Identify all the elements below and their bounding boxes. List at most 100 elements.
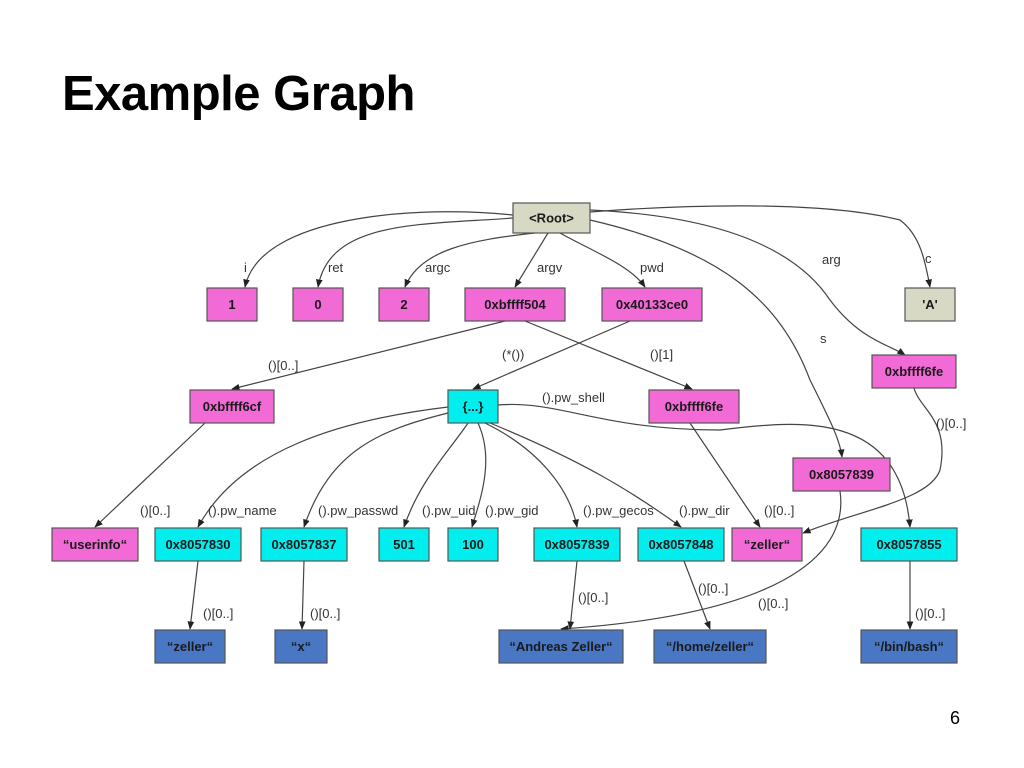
node-n-userinfo: “userinfo“ bbox=[51, 527, 139, 562]
edge-label: argv bbox=[537, 260, 563, 275]
node-box bbox=[601, 287, 703, 322]
node-label: 0x40133ce0 bbox=[616, 297, 688, 312]
edge-label: ()[0..] bbox=[698, 581, 728, 596]
node-n-home: “/home/zeller“ bbox=[653, 629, 767, 664]
edge-label: ()[0..] bbox=[936, 416, 966, 431]
edge-n_s-to-n_andreas bbox=[560, 490, 842, 632]
node-label: 0x8057830 bbox=[165, 537, 230, 552]
edge-root-to-n_s bbox=[589, 219, 845, 458]
node-label: 0x8057839 bbox=[809, 467, 874, 482]
node-box bbox=[860, 527, 958, 562]
edge-label: ()[0..] bbox=[764, 503, 794, 518]
node-n-c: 'A' bbox=[904, 287, 956, 322]
node-box bbox=[731, 527, 803, 562]
node-n-andreas: “Andreas Zeller“ bbox=[498, 629, 624, 664]
node-box bbox=[792, 457, 891, 492]
edge-n_argv-to-n_6cf bbox=[231, 320, 506, 391]
node-label: 0xbffff6cf bbox=[203, 399, 262, 414]
node-box bbox=[512, 202, 591, 234]
node-n-848: 0x8057848 bbox=[637, 527, 725, 562]
node-box bbox=[904, 287, 956, 322]
node-n-zeller-p: “zeller“ bbox=[731, 527, 803, 562]
edge-label: pwd bbox=[640, 260, 664, 275]
node-n-bash: “/bin/bash“ bbox=[860, 629, 958, 664]
edge-label: i bbox=[244, 260, 247, 275]
edge-n_6fe-to-n_zeller_p bbox=[689, 422, 761, 528]
edge-root-to-n_argc bbox=[404, 232, 536, 288]
edge-label: ()[0..] bbox=[310, 606, 340, 621]
edge-label: ().pw_gecos bbox=[583, 503, 654, 518]
node-box bbox=[189, 389, 275, 424]
node-label: “/home/zeller“ bbox=[666, 639, 754, 654]
node-n-pwd: 0x40133ce0 bbox=[601, 287, 703, 322]
edge-label: arg bbox=[822, 252, 841, 267]
node-box bbox=[154, 629, 226, 664]
node-n-arg: 0xbffff6fe bbox=[871, 354, 957, 389]
node-label: “Andreas Zeller“ bbox=[509, 639, 612, 654]
edge-n_struct-to-n_837 bbox=[303, 412, 449, 528]
node-box bbox=[871, 354, 957, 389]
node-box bbox=[860, 629, 958, 664]
node-n-830: 0x8057830 bbox=[154, 527, 242, 562]
node-label: 0x8057848 bbox=[648, 537, 713, 552]
node-box bbox=[464, 287, 566, 322]
node-n-zeller: “zeller“ bbox=[154, 629, 226, 664]
node-box bbox=[533, 527, 621, 562]
node-label: 'A' bbox=[922, 297, 938, 312]
node-label: {...} bbox=[463, 399, 484, 414]
edge-n_arg-to-n_zeller_p bbox=[802, 387, 943, 534]
edge-n_830-to-n_zeller bbox=[187, 560, 199, 630]
node-label: 0 bbox=[314, 297, 321, 312]
node-n-501: 501 bbox=[378, 527, 430, 562]
edge-label: ().pw_name bbox=[208, 503, 277, 518]
edge-label: c bbox=[925, 251, 932, 266]
edge-label: ()[0..] bbox=[203, 606, 233, 621]
node-label: 0x8057855 bbox=[876, 537, 941, 552]
node-label: “/bin/bash“ bbox=[874, 639, 944, 654]
node-n-s: 0x8057839 bbox=[792, 457, 891, 492]
edge-n_struct-to-n_100 bbox=[470, 422, 487, 528]
node-n-argv: 0xbffff504 bbox=[464, 287, 566, 322]
node-n-839: 0x8057839 bbox=[533, 527, 621, 562]
edge-root-to-n_ret bbox=[316, 217, 514, 288]
edge-n_pwd-to-n_struct bbox=[472, 320, 631, 390]
node-box bbox=[648, 389, 740, 424]
edge-label: ()[1] bbox=[650, 347, 673, 362]
node-n-argc: 2 bbox=[378, 287, 430, 322]
edge-root-to-n_argv bbox=[514, 232, 549, 288]
slide-title: Example Graph bbox=[62, 67, 415, 121]
node-n-struct: {...} bbox=[447, 389, 499, 424]
edge-label: s bbox=[820, 331, 827, 346]
node-label: 2 bbox=[400, 297, 407, 312]
node-label: 0xbffff6fe bbox=[885, 364, 944, 379]
node-box bbox=[260, 527, 348, 562]
node-label: <Root> bbox=[529, 211, 574, 226]
node-box bbox=[378, 527, 430, 562]
node-n-6cf: 0xbffff6cf bbox=[189, 389, 275, 424]
node-n-837: 0x8057837 bbox=[260, 527, 348, 562]
node-label: “zeller“ bbox=[167, 639, 213, 654]
edge-n_6cf-to-n_userinfo bbox=[94, 422, 206, 528]
edge-n_848-to-n_home bbox=[683, 560, 711, 630]
edge-n_struct-to-n_501 bbox=[403, 422, 469, 528]
node-box bbox=[653, 629, 767, 664]
node-box bbox=[51, 527, 139, 562]
node-n-6fe: 0xbffff6fe bbox=[648, 389, 740, 424]
node-label: “x“ bbox=[291, 639, 311, 654]
page-number: 6 bbox=[950, 708, 961, 728]
edge-n_839-to-n_andreas bbox=[567, 560, 578, 630]
edge-n_struct-to-n_839 bbox=[484, 422, 579, 528]
edge-root-to-n_pwd bbox=[559, 232, 646, 288]
node-box bbox=[378, 287, 430, 322]
edge-label: ()[0..] bbox=[758, 596, 788, 611]
node-n-855: 0x8057855 bbox=[860, 527, 958, 562]
node-box bbox=[447, 527, 499, 562]
node-box bbox=[637, 527, 725, 562]
node-n-100: 100 bbox=[447, 527, 499, 562]
node-root: <Root> bbox=[512, 202, 591, 234]
node-box bbox=[154, 527, 242, 562]
node-label: 0xbffff6fe bbox=[665, 399, 724, 414]
node-label: 1 bbox=[228, 297, 235, 312]
edge-label: ret bbox=[328, 260, 344, 275]
